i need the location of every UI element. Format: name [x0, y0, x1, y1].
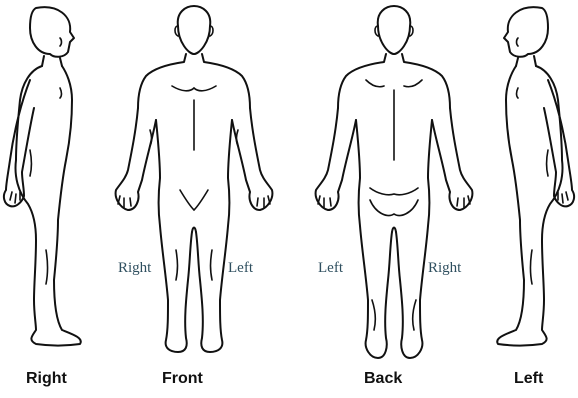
caption-front-view: Front: [162, 370, 203, 388]
figure-back: [316, 6, 473, 358]
back-right-side-label: Right: [428, 260, 461, 277]
front-right-side-label: Right: [118, 260, 151, 277]
figure-left-side: [497, 7, 574, 345]
back-left-side-label: Left: [318, 260, 343, 277]
caption-right-view: Right: [26, 370, 67, 388]
figure-right-side: [4, 7, 81, 345]
front-left-side-label: Left: [228, 260, 253, 277]
caption-back-view: Back: [364, 370, 402, 388]
figure-front: [116, 6, 273, 352]
caption-left-view: Left: [514, 370, 543, 388]
